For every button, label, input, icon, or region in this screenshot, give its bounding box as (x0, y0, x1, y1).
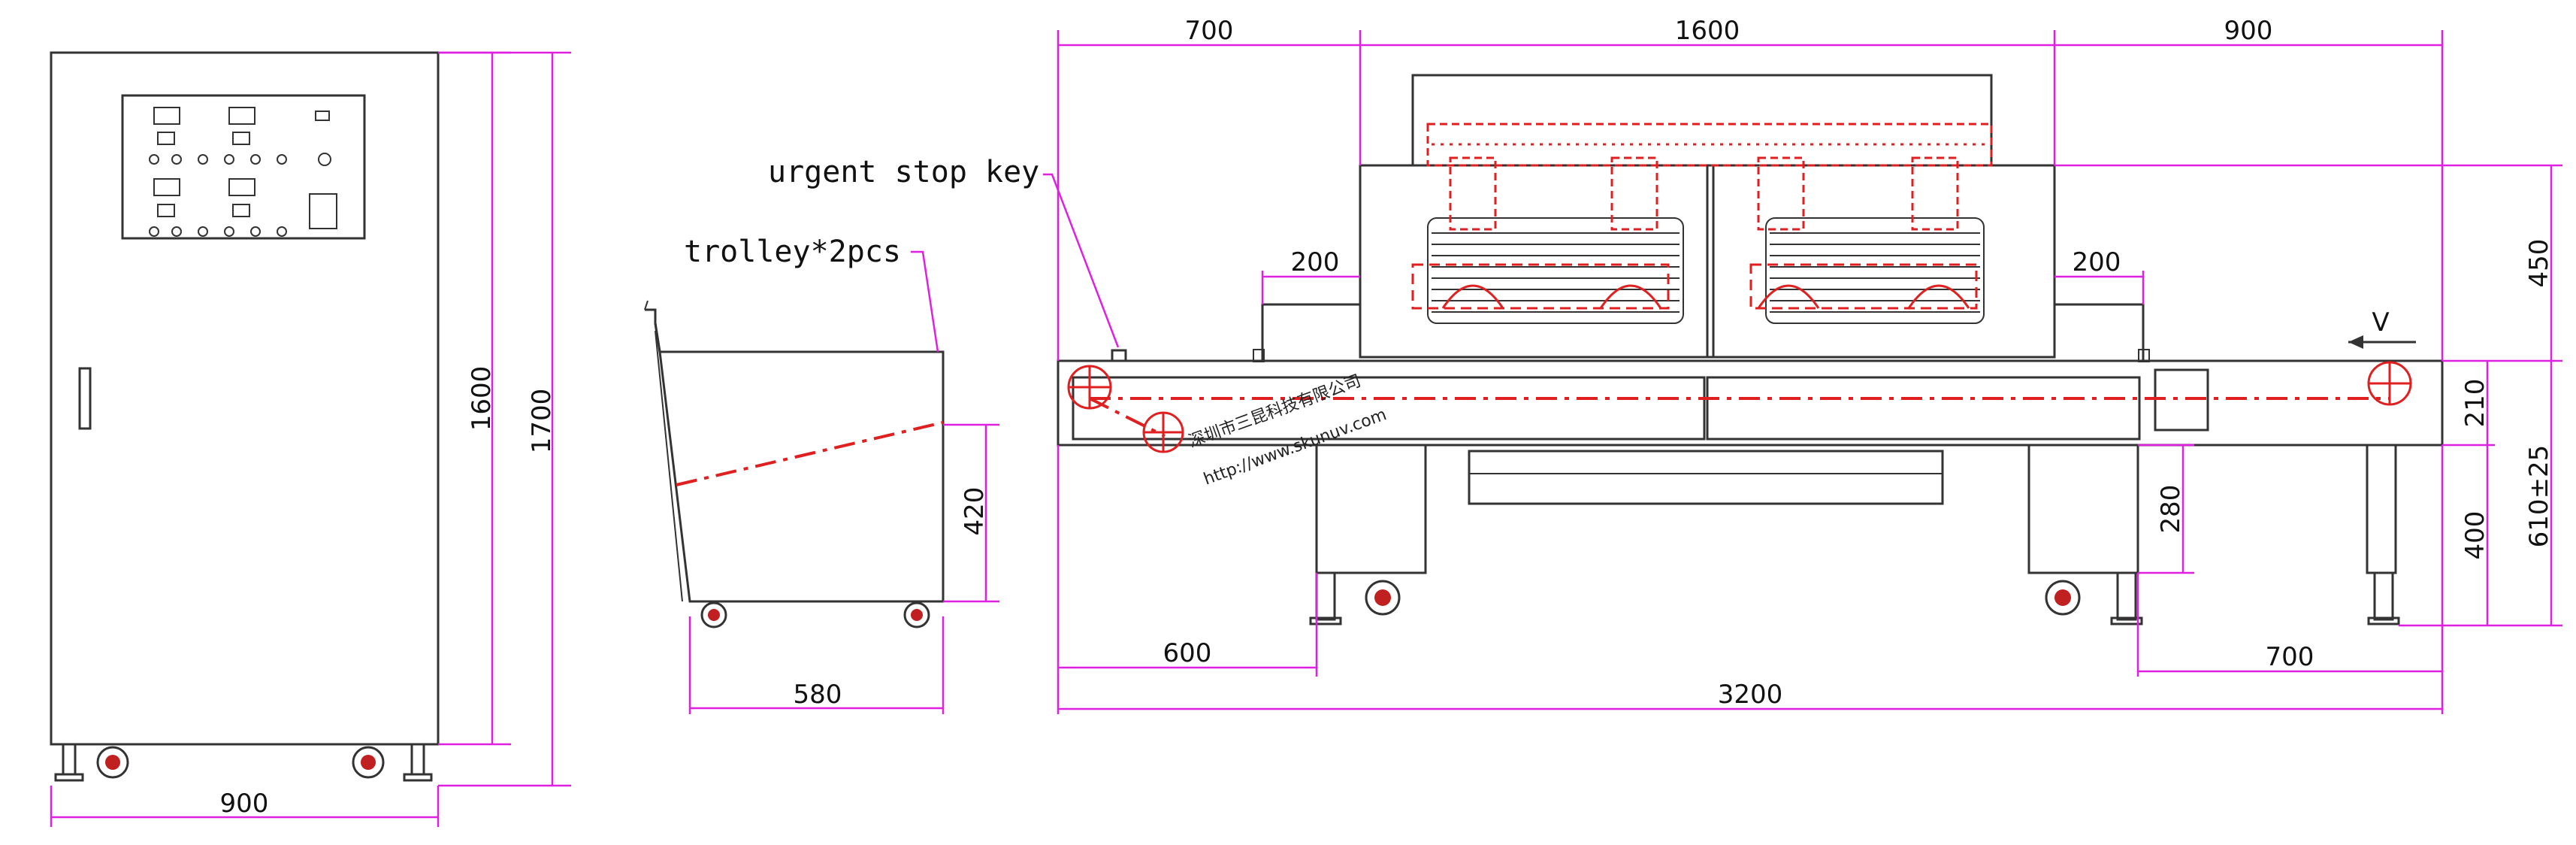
stop-key-label: urgent stop key (768, 155, 1039, 189)
cabinet-caster-left (96, 746, 129, 779)
lamp-hood (1411, 74, 1993, 167)
machine-dim-450: 450 (2524, 239, 2554, 288)
trolley-dim-580: 580 (794, 680, 842, 710)
stop-key-leader (1043, 173, 1120, 348)
machine-dim-610: 610±25 (2524, 445, 2554, 548)
cabinet-body (50, 51, 440, 746)
trolley-dim-420: 420 (960, 487, 990, 536)
panel-indicators (149, 107, 337, 237)
cabinet-control-panel (121, 94, 366, 240)
conveyor-frame (1057, 359, 2444, 447)
emergency-stop-key (1111, 349, 1127, 362)
machine-caster-right (2045, 580, 2081, 616)
machine-dim-400: 400 (2460, 511, 2490, 560)
reflector-left (1427, 217, 1684, 324)
cabinet-door-handle (78, 367, 92, 430)
machine-caster-left (1365, 580, 1401, 616)
machine-dim-1600-top: 1600 (1675, 16, 1740, 46)
trolley-label: trolley*2pcs (684, 235, 901, 269)
cabinet-dimensions (50, 51, 571, 827)
direction-label: V (2372, 307, 2389, 338)
cabinet-dim-1600: 1600 (467, 366, 497, 432)
machine-dim-200-right: 200 (2073, 247, 2121, 277)
leg-right-inner (2027, 444, 2139, 574)
machine-dim-700-top: 700 (1185, 16, 1234, 46)
trolley-leader (911, 250, 939, 353)
cabinet-dim-900: 900 (220, 789, 269, 819)
trolley-lamp-line (676, 421, 944, 486)
trolley-caster-left (700, 601, 727, 628)
uv-lamp-assembly (1411, 123, 1993, 310)
machine-dim-700-bottom: 700 (2266, 642, 2314, 672)
cabinet-dim-1700: 1700 (527, 389, 557, 454)
trolley-dimensions (688, 423, 999, 714)
control-cabinet (50, 51, 440, 782)
machine-dim-200-left: 200 (1291, 247, 1340, 277)
machine-dim-900-top: 900 (2224, 16, 2273, 46)
lower-tray (1468, 450, 1944, 505)
uv-conveyor-machine (1057, 74, 2444, 625)
machine-dim-3200: 3200 (1718, 680, 1783, 710)
machine-dim-210: 210 (2460, 379, 2490, 428)
reflector-right (1765, 217, 1985, 324)
machine-dimensions (1057, 30, 2562, 714)
trolley-caster-right (903, 601, 930, 628)
leg-left (1315, 444, 1427, 574)
trolley (644, 300, 945, 628)
machine-dim-600: 600 (1163, 638, 1212, 668)
machine-dim-280: 280 (2156, 485, 2186, 534)
leg-right-outer (2366, 444, 2397, 574)
cabinet-caster-right (352, 746, 385, 779)
